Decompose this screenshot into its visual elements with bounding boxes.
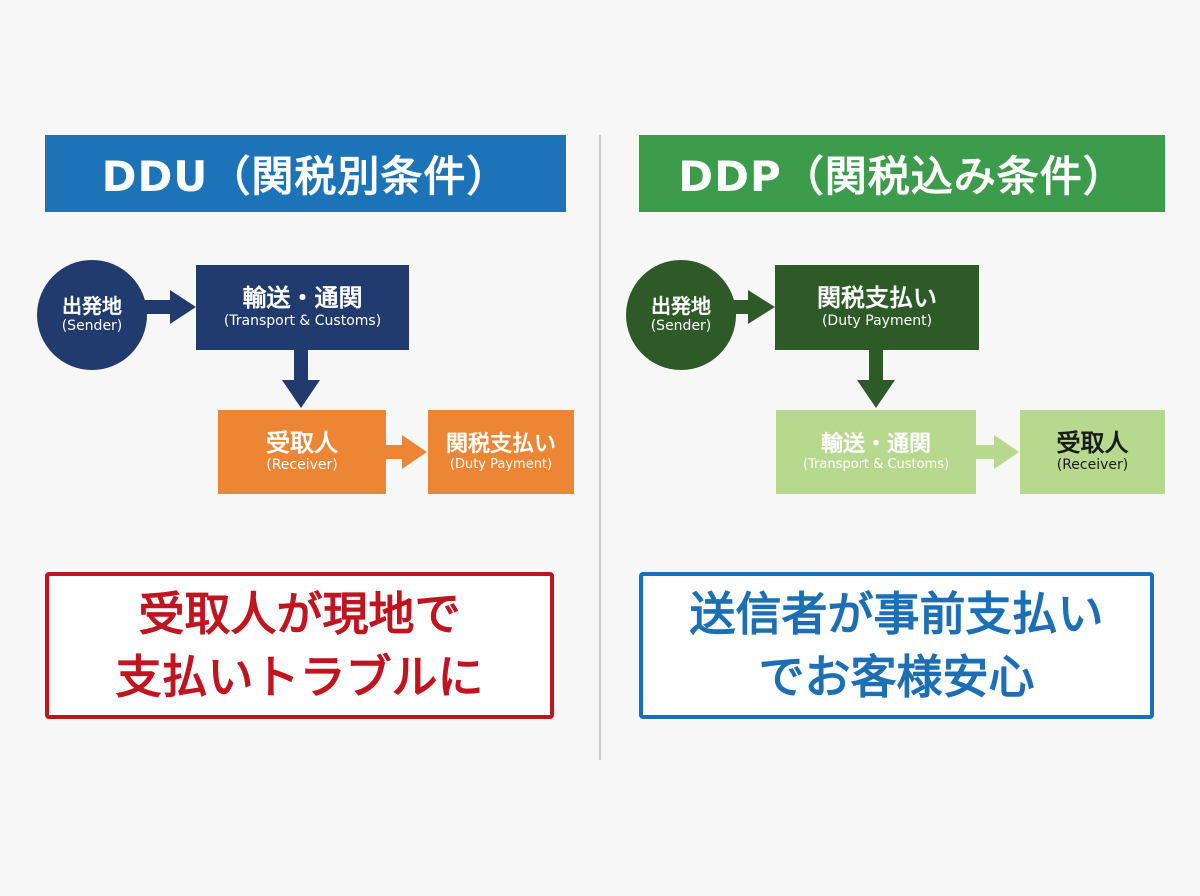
ddu-message-box: 受取人が現地で 支払いトラブルに xyxy=(45,572,554,719)
ddu-sender-sublabel: (Sender) xyxy=(61,318,123,335)
ddu-transport-sublabel: (Transport & Customs) xyxy=(223,312,382,329)
ddp-receiver-node: 受取人 (Receiver) xyxy=(1020,410,1165,494)
ddp-transport-sublabel: (Transport & Customs) xyxy=(802,456,950,472)
center-divider xyxy=(599,135,601,760)
ddp-duty-label: 関税支払い xyxy=(817,284,937,313)
ddp-transport-node: 輸送・通関 (Transport & Customs) xyxy=(776,410,976,494)
ddp-message-box: 送信者が事前支払い でお客様安心 xyxy=(639,572,1154,719)
ddp-arrow-sender-to-duty xyxy=(734,290,775,324)
ddp-arrow-duty-to-transport xyxy=(857,350,895,408)
ddu-sender-label: 出発地 xyxy=(62,294,122,319)
ddu-duty-node: 関税支払い (Duty Payment) xyxy=(428,410,574,494)
ddu-receiver-label: 受取人 xyxy=(266,428,338,457)
ddu-title: DDU（関税別条件） xyxy=(101,152,510,201)
ddp-receiver-sublabel: (Receiver) xyxy=(1056,457,1129,474)
ddp-arrow-transport-to-receiver xyxy=(976,435,1019,469)
ddu-duty-label: 関税支払い xyxy=(445,431,556,457)
ddu-arrow-receiver-to-duty xyxy=(386,435,427,469)
ddp-transport-label: 輸送・通関 xyxy=(820,431,931,457)
ddp-sender-node: 出発地 (Sender) xyxy=(626,260,736,370)
ddu-receiver-node: 受取人 (Receiver) xyxy=(218,410,386,494)
ddu-arrow-transport-to-receiver xyxy=(282,350,320,408)
ddu-message-line1: 受取人が現地で xyxy=(138,587,461,642)
ddu-receiver-sublabel: (Receiver) xyxy=(266,457,338,474)
ddu-transport-node: 輸送・通関 (Transport & Customs) xyxy=(196,265,409,350)
ddu-message-line2: 支払いトラブルに xyxy=(115,649,484,704)
ddp-duty-sublabel: (Duty Payment) xyxy=(821,312,933,329)
ddp-message-line1: 送信者が事前支払い xyxy=(689,587,1104,642)
ddp-duty-node: 関税支払い (Duty Payment) xyxy=(775,265,979,350)
ddu-transport-label: 輸送・通関 xyxy=(242,284,363,313)
ddu-title-banner: DDU（関税別条件） xyxy=(45,135,566,212)
ddu-sender-node: 出発地 (Sender) xyxy=(37,260,147,370)
ddp-title: DDP（関税込み条件） xyxy=(678,152,1126,201)
ddp-message-line2: でお客様安心 xyxy=(758,649,1035,704)
ddu-arrow-sender-to-transport xyxy=(145,290,196,324)
ddp-receiver-label: 受取人 xyxy=(1056,428,1129,457)
ddp-title-banner: DDP（関税込み条件） xyxy=(639,135,1165,212)
ddp-sender-label: 出発地 xyxy=(651,294,711,319)
ddp-sender-sublabel: (Sender) xyxy=(650,318,712,335)
ddu-duty-sublabel: (Duty Payment) xyxy=(449,456,553,472)
